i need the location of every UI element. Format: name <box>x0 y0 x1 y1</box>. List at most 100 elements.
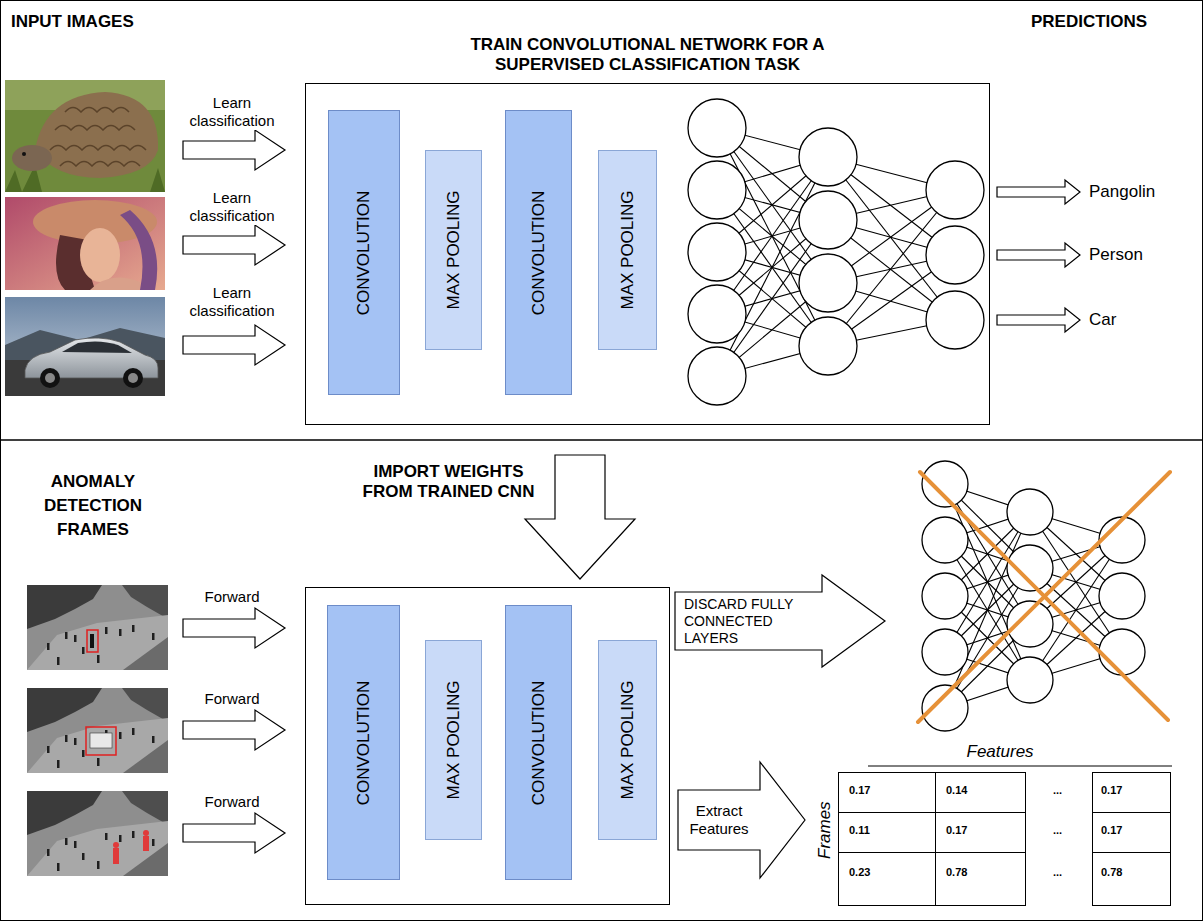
hollow-arrow <box>183 130 1080 853</box>
pangolin-photo <box>5 80 165 192</box>
car-photo <box>45 373 55 383</box>
hollow-arrow <box>183 225 285 265</box>
pooling-layer: MAX POOLING <box>598 150 657 350</box>
table-grid <box>838 812 1025 813</box>
table-cell: 0.17 <box>1100 824 1123 837</box>
neuron <box>1007 657 1053 703</box>
edge-label: Extract Features <box>683 802 755 838</box>
layer-name: MAX POOLING <box>617 190 637 309</box>
hollow-arrow <box>997 243 1080 267</box>
panel-title: INPUT IMAGES <box>10 12 135 32</box>
neuron <box>688 285 746 343</box>
arrow-label: Forward <box>180 793 284 811</box>
hollow-arrow <box>183 710 285 750</box>
table-cell: ... <box>1052 866 1063 879</box>
portrait-photo <box>80 228 120 282</box>
table-grid <box>1092 852 1170 853</box>
neuron <box>926 291 984 349</box>
surveillance-frame <box>27 585 168 670</box>
table-cell: ... <box>1052 824 1063 837</box>
neuron <box>1007 601 1053 647</box>
neuron <box>799 254 857 312</box>
pangolin-photo <box>65 108 129 113</box>
hollow-arrow <box>675 575 885 667</box>
neuron <box>922 685 968 731</box>
column-heading: Features <box>967 742 1034 762</box>
neuron <box>1007 489 1053 535</box>
layer-name: MAX POOLING <box>617 680 637 799</box>
layer-name: CONVOLUTION <box>528 190 548 315</box>
surveillance-frame <box>87 630 98 652</box>
neuron <box>1099 629 1145 675</box>
pooling-layer: MAX POOLING <box>598 640 657 840</box>
panel-title: PREDICTIONS <box>1030 12 1148 32</box>
hollow-arrow <box>997 180 1080 204</box>
table-cell: 0.17 <box>945 824 968 837</box>
convolution-layer: CONVOLUTION <box>328 110 400 395</box>
panel-title: ANOMALY DETECTION FRAMES <box>18 470 168 542</box>
layer-name: CONVOLUTION <box>353 680 373 805</box>
surveillance-frame <box>90 634 94 648</box>
neuron <box>922 517 968 563</box>
table-cell: 0.17 <box>848 784 871 797</box>
pooling-layer: MAX POOLING <box>425 640 482 840</box>
arrow-label: DISCARD FULLY CONNECTED LAYERS <box>683 596 811 647</box>
cross-out <box>918 472 1170 722</box>
block-arrow <box>525 455 635 579</box>
table-cell: 0.14 <box>945 784 968 797</box>
neuron <box>799 317 857 375</box>
network-box: CONVOLUTION MAX POOLING CONVOLUTION MAX POO… <box>305 587 670 905</box>
portrait-photo <box>5 197 165 290</box>
portrait-photo <box>90 278 140 291</box>
car-photo <box>123 368 143 388</box>
surveillance-frame <box>86 727 116 755</box>
pangolin-photo <box>50 146 146 151</box>
neuron <box>926 161 984 219</box>
block-arrow <box>678 762 805 878</box>
table-grid <box>838 766 1172 906</box>
convolution-layer: CONVOLUTION <box>505 605 572 880</box>
table-cell: 0.23 <box>848 866 871 879</box>
neuron <box>688 347 746 405</box>
class-name: Car <box>1088 310 1117 330</box>
class-name: Person <box>1088 245 1144 265</box>
box-heading: TRAIN CONVOLUTIONAL NETWORK FOR A SUPERV… <box>438 35 858 76</box>
neuron <box>1099 573 1145 619</box>
surveillance-frame <box>27 585 168 670</box>
surveillance-frame <box>113 848 119 864</box>
hollow-arrow <box>997 308 1080 332</box>
neuron <box>922 573 968 619</box>
arrow-label: Forward <box>180 588 284 606</box>
pangolin-photo <box>22 152 26 156</box>
table-grid <box>838 852 1025 853</box>
pangolin-photo <box>35 92 158 178</box>
portrait-photo <box>5 197 165 290</box>
pangolin-photo <box>50 108 146 167</box>
hollow-arrow <box>183 813 285 853</box>
table-grid <box>839 773 1026 906</box>
layer-name: MAX POOLING <box>443 680 463 799</box>
row-heading: Frames <box>815 801 835 859</box>
car-photo <box>5 297 165 396</box>
arrow-label: Learn classification <box>180 94 284 130</box>
arrow-label: Forward <box>180 690 284 708</box>
discarded-network <box>922 461 1145 731</box>
surveillance-frame <box>113 830 149 864</box>
neuron <box>688 99 746 157</box>
neuron <box>922 629 968 675</box>
hollow-arrow <box>183 325 285 365</box>
table-grid <box>1093 773 1171 906</box>
cross-out <box>918 472 1170 722</box>
pangolin-photo <box>12 145 52 171</box>
edge-label: IMPORT WEIGHTS FROM TRAINED CNN <box>356 462 541 503</box>
hollow-arrow <box>183 130 285 170</box>
panel-frames <box>1 1 1203 441</box>
table-cell: 0.17 <box>1100 784 1123 797</box>
network-box: TRAIN CONVOLUTIONAL NETWORK FOR A SUPERV… <box>305 83 990 425</box>
neuron <box>799 128 857 186</box>
neuron <box>799 191 857 249</box>
surveillance-frame <box>27 688 168 773</box>
neuron <box>688 223 746 281</box>
table-cell: 0.78 <box>1100 866 1123 879</box>
